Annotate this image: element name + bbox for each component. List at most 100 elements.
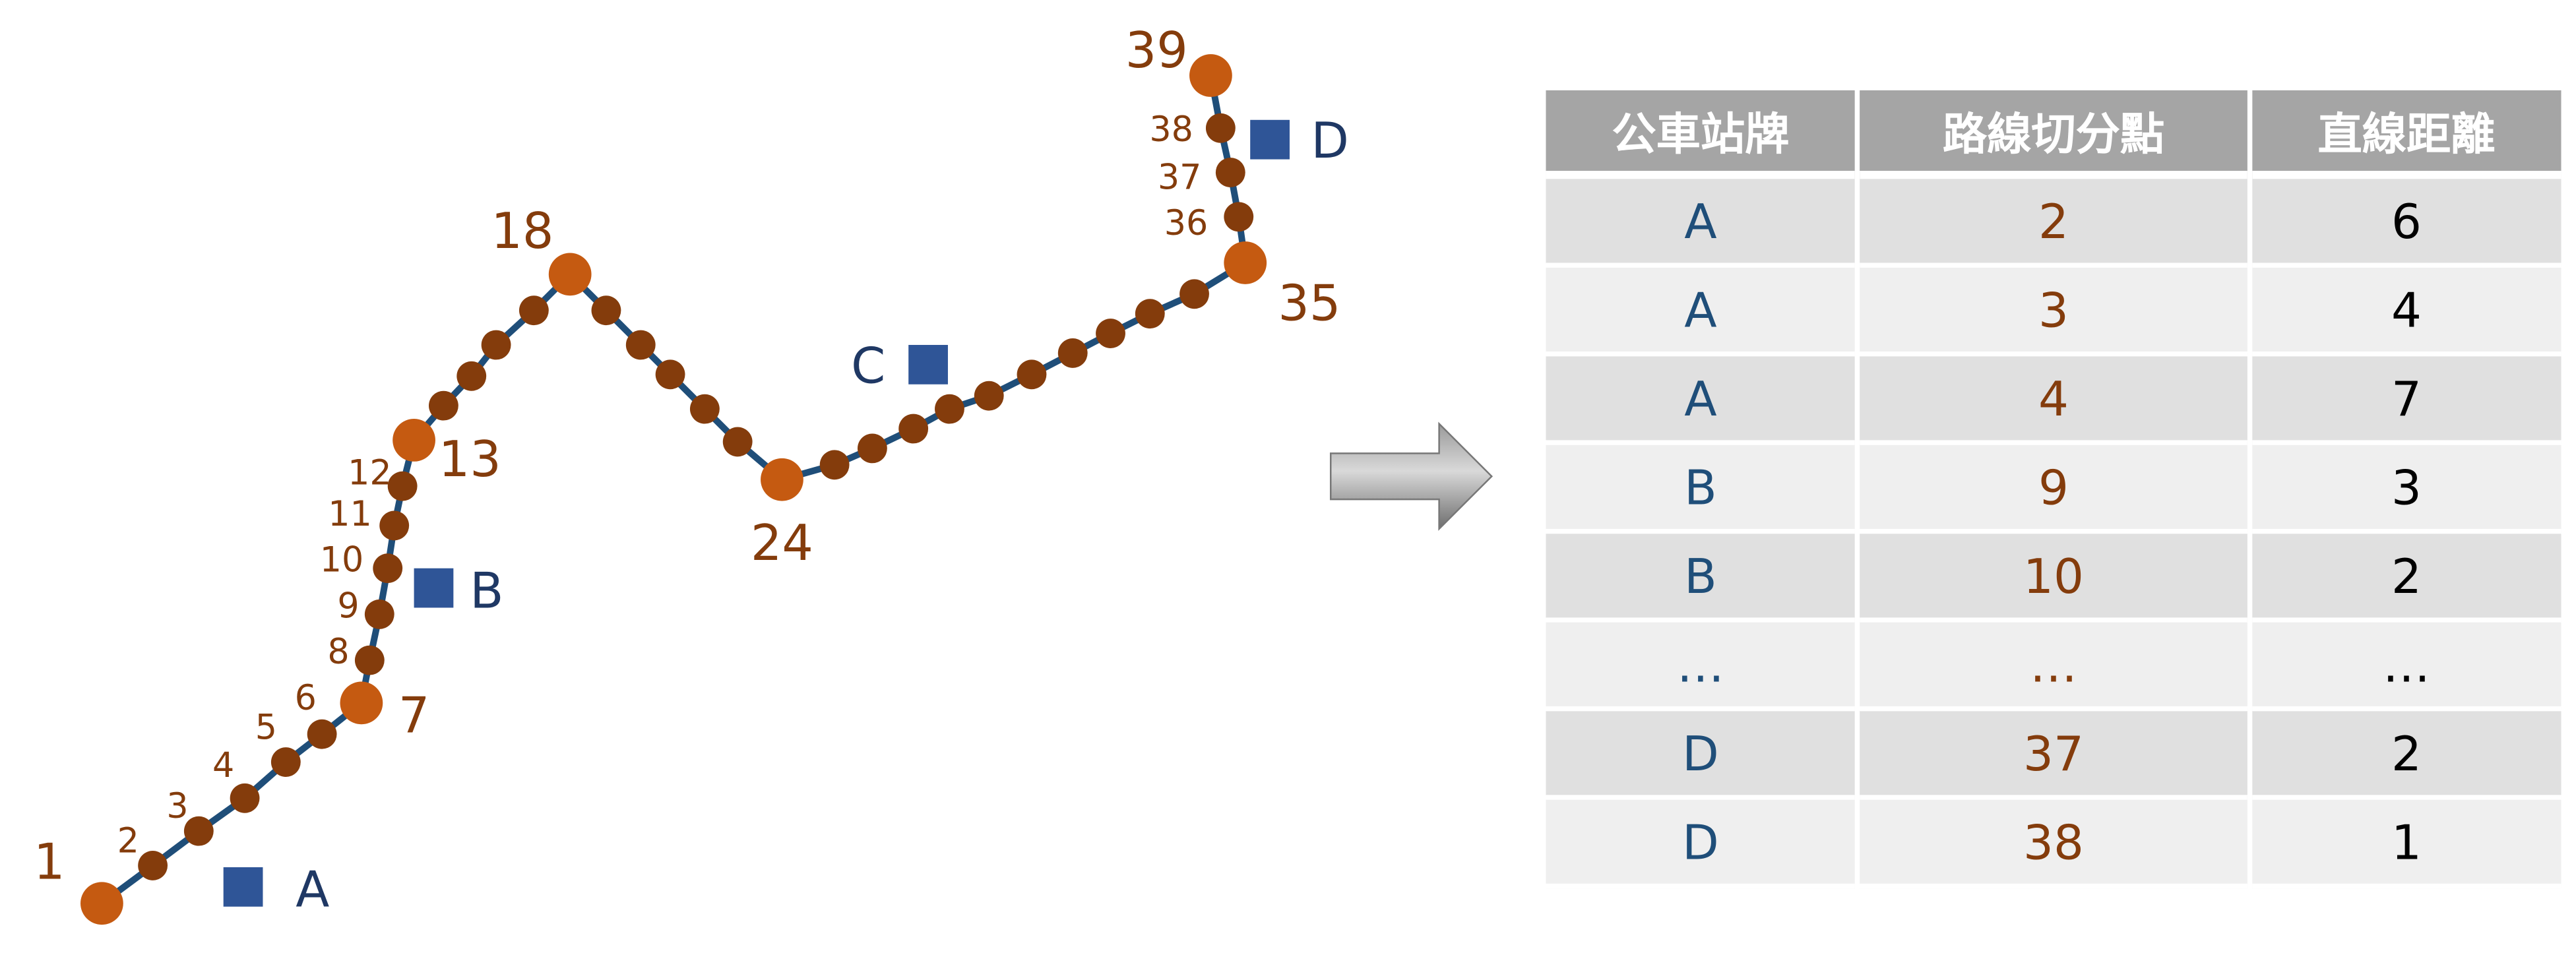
- split-point-33: [1135, 299, 1165, 329]
- split-point-21: [655, 359, 685, 390]
- split-point-34: [1179, 279, 1209, 309]
- major-node-7: [340, 681, 383, 725]
- table-header-row: 公車站牌 路線切分點 直線距離: [1546, 90, 2561, 179]
- node-label-9: 9: [337, 586, 359, 626]
- bus-stop-label-d: D: [1311, 112, 1349, 169]
- split-point-3: [183, 816, 214, 846]
- route-line: [100, 75, 1249, 906]
- split-point-14: [428, 390, 458, 421]
- split-point-19: [591, 295, 621, 326]
- split-point-26: [857, 433, 887, 464]
- cell-distance: 1: [2251, 799, 2561, 889]
- node-label-1: 1: [34, 833, 65, 890]
- route-line-layer: [100, 75, 1249, 906]
- cell-distance: 7: [2251, 356, 2561, 445]
- cell-bus-stop: D: [1546, 711, 1856, 800]
- cell-bus-stop: D: [1546, 799, 1856, 889]
- split-point-22: [689, 394, 720, 424]
- node-label-39: 39: [1125, 22, 1188, 79]
- cell-distance: …: [2251, 622, 2561, 712]
- node-label-8: 8: [327, 632, 349, 672]
- node-label-24: 24: [751, 514, 813, 572]
- split-point-4: [230, 783, 260, 813]
- split-point-12: [387, 471, 418, 501]
- node-label-12: 12: [348, 453, 392, 493]
- cell-distance: 2: [2251, 534, 2561, 623]
- major-node-13: [393, 419, 435, 462]
- cell-split-point: …: [1860, 622, 2247, 712]
- split-point-32: [1096, 319, 1125, 348]
- cell-distance: 2: [2251, 711, 2561, 800]
- split-point-8: [354, 645, 385, 675]
- split-point-15: [456, 361, 487, 391]
- header-split-point: 路線切分點: [1860, 90, 2247, 179]
- node-label-5: 5: [255, 708, 277, 748]
- node-label-11: 11: [328, 494, 372, 534]
- cell-bus-stop: A: [1546, 356, 1856, 445]
- node-label-4: 4: [212, 745, 234, 785]
- split-point-38: [1205, 113, 1236, 143]
- bus-stop-label-a: A: [296, 861, 329, 919]
- node-label-6: 6: [295, 678, 317, 718]
- cell-bus-stop: …: [1546, 622, 1856, 712]
- split-point-9: [364, 599, 394, 629]
- cell-distance: 6: [2251, 179, 2561, 268]
- node-label-13: 13: [439, 431, 501, 488]
- cell-split-point: 38: [1860, 799, 2247, 889]
- node-label-35: 35: [1278, 275, 1340, 332]
- node-label-18: 18: [491, 202, 553, 260]
- bus-stop-label-c: C: [851, 337, 885, 394]
- cell-split-point: 4: [1860, 356, 2247, 445]
- split-point-25: [819, 450, 850, 480]
- node-label-36: 36: [1164, 203, 1209, 243]
- cell-split-point: 37: [1860, 711, 2247, 800]
- major-node-18: [548, 253, 592, 296]
- split-point-20: [625, 330, 656, 360]
- bus-stop-b-icon: [414, 568, 454, 608]
- cell-split-point: 10: [1860, 534, 2247, 623]
- split-point-6: [307, 719, 337, 749]
- bus-stops: A B C D: [223, 112, 1349, 919]
- bus-stop-label-b: B: [470, 562, 503, 619]
- major-node-1: [80, 882, 123, 925]
- table-row: ………: [1546, 622, 2561, 712]
- bus-stop-a-icon: [223, 867, 263, 907]
- header-distance: 直線距離: [2251, 90, 2561, 179]
- split-point-11: [379, 510, 410, 541]
- split-point-17: [518, 295, 549, 326]
- split-point-31: [1057, 338, 1088, 368]
- node-label-38: 38: [1149, 109, 1193, 150]
- split-point-27: [898, 414, 929, 444]
- major-node-35: [1224, 241, 1267, 284]
- split-point-16: [481, 330, 511, 360]
- split-point-23: [722, 427, 753, 457]
- split-point-29: [974, 381, 1004, 411]
- major-node-39: [1189, 54, 1232, 97]
- cell-bus-stop: A: [1546, 179, 1856, 268]
- node-label-7: 7: [398, 687, 430, 745]
- major-node-24: [761, 458, 803, 501]
- split-point-36: [1224, 202, 1254, 232]
- cell-distance: 4: [2251, 267, 2561, 357]
- cell-split-point: 2: [1860, 179, 2247, 268]
- split-point-10: [373, 553, 403, 584]
- cell-bus-stop: A: [1546, 267, 1856, 357]
- bus-stop-d-icon: [1250, 119, 1290, 160]
- node-label-10: 10: [320, 540, 364, 580]
- split-point-5: [270, 747, 301, 777]
- split-point-28: [935, 394, 964, 424]
- split-point-37: [1215, 158, 1245, 187]
- bus-stop-c-icon: [908, 344, 948, 384]
- header-bus-stop: 公車站牌: [1546, 90, 1856, 179]
